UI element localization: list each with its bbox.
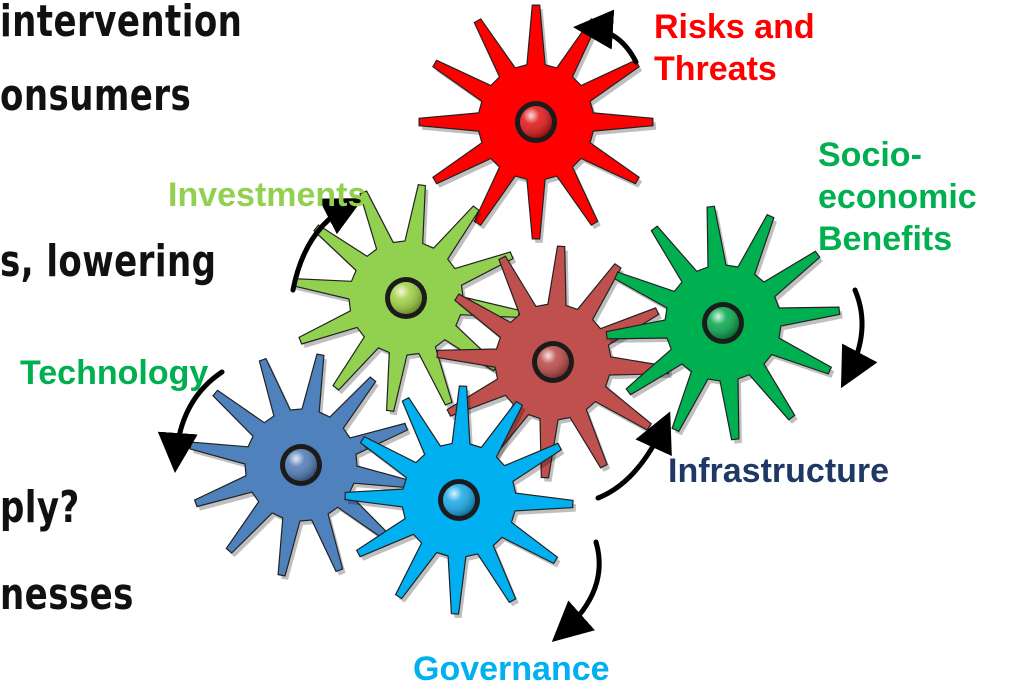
background-text-line: intervention xyxy=(0,0,243,47)
label-governance: Governance xyxy=(413,648,610,690)
arrow-governance xyxy=(551,539,602,642)
label-line: Governance xyxy=(413,650,610,688)
gear-hub-shine xyxy=(443,484,475,516)
background-text-line: onsumers xyxy=(0,70,192,121)
gear-core xyxy=(436,245,672,482)
label-line: Risks and xyxy=(654,8,815,46)
label-line: Threats xyxy=(654,50,777,88)
label-investments: Investments xyxy=(168,174,366,216)
background-text-line: s, lowering xyxy=(0,236,217,287)
gear-hub-shine xyxy=(285,449,317,481)
label-line: economic xyxy=(818,178,977,216)
gears xyxy=(189,4,843,618)
arrow-infrastructure xyxy=(595,411,672,501)
gear-hub-shine xyxy=(537,346,569,378)
gear-investments xyxy=(292,184,523,416)
rotation-arrows xyxy=(157,9,878,642)
label-line: Socio- xyxy=(818,136,922,174)
label-line: Infrastructure xyxy=(668,452,890,490)
arrow-technology xyxy=(157,369,225,473)
gear-governance xyxy=(344,385,576,618)
gear-technology xyxy=(189,353,415,580)
label-line: Investments xyxy=(168,176,367,214)
arrow-investments xyxy=(290,198,364,293)
arrow-risks-and-threats xyxy=(573,9,639,65)
label-line: Technology xyxy=(20,354,209,392)
gear-risks-and-threats xyxy=(418,4,656,243)
gear-hub-shine xyxy=(390,282,422,314)
label-infrastructure: Infrastructure xyxy=(668,450,889,492)
arrow-socio-economic-benefits xyxy=(840,287,878,389)
gear-hub-shine xyxy=(707,307,739,339)
gear-hub-shine xyxy=(520,106,552,138)
label-technology: Technology xyxy=(20,352,208,394)
label-line: Benefits xyxy=(818,220,953,258)
background-text-line: ply? xyxy=(0,482,80,533)
gear-socio-economic-benefits xyxy=(605,205,843,444)
background-text-line: nesses xyxy=(0,569,134,620)
